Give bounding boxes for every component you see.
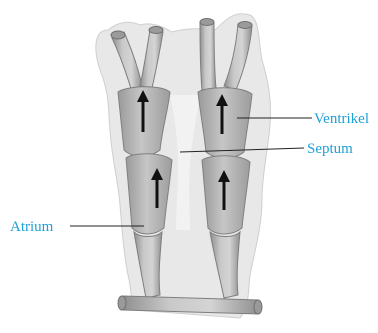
right-ventricle-chamber bbox=[198, 88, 252, 158]
label-ventricle: Ventrikel bbox=[314, 111, 369, 127]
right-upper-vessel-a bbox=[200, 22, 216, 90]
label-septum: Septum bbox=[307, 141, 353, 157]
label-atrium: Atrium bbox=[10, 219, 54, 235]
right-atrium-chamber bbox=[202, 156, 250, 234]
